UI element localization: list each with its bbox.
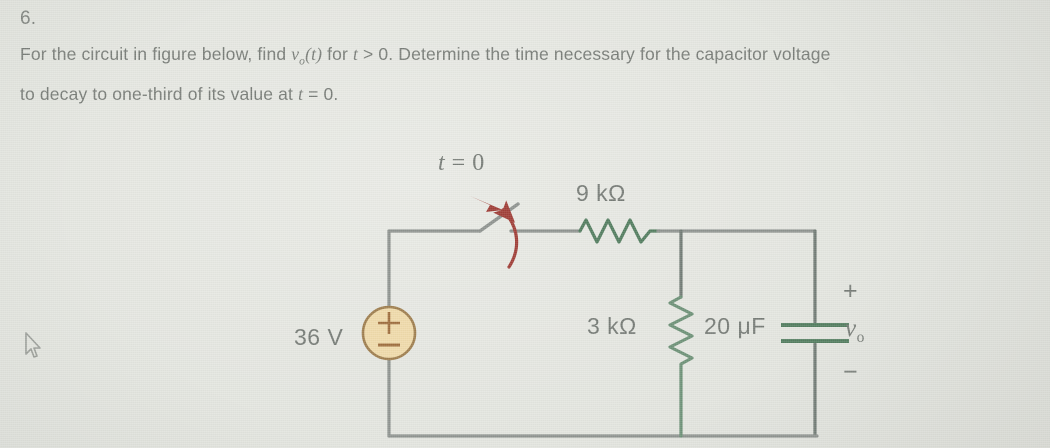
question-number: 6. [20, 8, 37, 29]
problem-text-c: for [322, 44, 353, 64]
switch-arrow-icon [493, 200, 519, 269]
mouse-cursor-icon [25, 332, 41, 358]
resistor-3k-symbol [668, 295, 694, 438]
output-voltage-arg: (t) [305, 44, 323, 64]
output-voltage-label-letter: v [845, 315, 857, 342]
resistor-3k-label: 3 kΩ [587, 313, 637, 339]
output-polarity-plus: + [843, 277, 859, 305]
problem-text-d: > 0. Determine the time necessary for th… [358, 44, 831, 64]
output-voltage-label-subscript: o [856, 329, 865, 346]
output-voltage-symbol: vo(t) [291, 44, 323, 68]
switch-time-variable: t [438, 150, 446, 176]
time-symbol-2: t [298, 84, 304, 104]
output-voltage-label: vo [845, 315, 865, 347]
problem-text-line2-b: = 0. [303, 84, 339, 104]
problem-statement-line-2: to decay to one-third of its value at t … [20, 78, 1035, 111]
output-voltage-subscript: o [299, 55, 306, 68]
problem-statement-line-1: For the circuit in figure below, find vo… [20, 38, 1035, 79]
capacitor-label: 20 μF [704, 313, 766, 339]
switch-arrow-head-icon [470, 196, 503, 212]
voltage-source-label: 36 V [294, 324, 344, 350]
switch-time-value: = 0 [451, 150, 485, 176]
resistor-9k-label: 9 kΩ [576, 180, 626, 206]
switch-time-label: t = 0 [438, 150, 485, 177]
output-polarity-minus: − [843, 358, 859, 386]
problem-text-a: For the circuit in figure below, find [20, 44, 292, 64]
resistor-9k-symbol [578, 218, 662, 244]
time-symbol-1: t [352, 44, 358, 64]
problem-text-line2-a: to decay to one-third of its value at [20, 84, 299, 104]
output-voltage-letter: v [291, 44, 300, 64]
